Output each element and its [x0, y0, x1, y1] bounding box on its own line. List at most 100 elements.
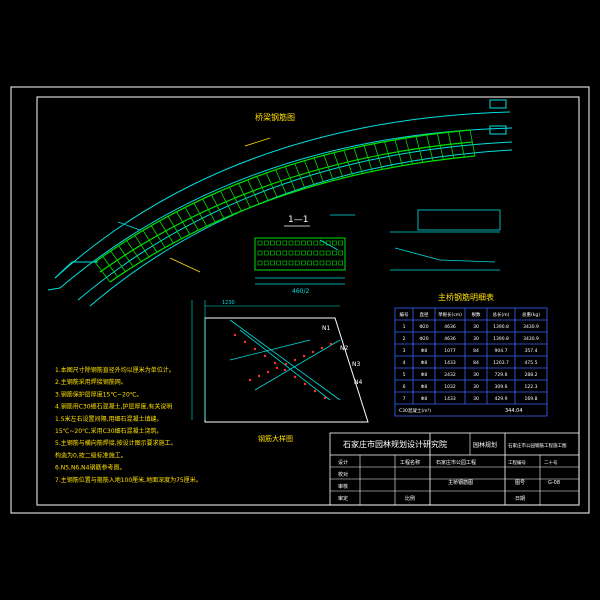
table-cell: 1390.8: [493, 336, 509, 342]
rebar-tick: [220, 190, 233, 215]
table-cell: 357.4: [525, 348, 538, 354]
tb-row-2: 审核: [338, 483, 348, 490]
table-cell: 1390.8: [493, 324, 509, 330]
table-cell: 4636: [444, 336, 456, 342]
rebar-tick: [394, 139, 403, 166]
section-rebar-mark: [276, 250, 281, 256]
table-cell: 4636: [444, 324, 456, 330]
table-cell: 2432: [444, 372, 456, 378]
table-cell: 1032: [444, 384, 456, 390]
detail-rebar-dot: [311, 350, 315, 354]
note-line: 15℃~20℃,采用C30细石混凝土浇筑。: [55, 427, 163, 435]
rebar-tick: [211, 194, 225, 219]
table-cell: 1077: [444, 348, 456, 354]
note-line: 构造为0,按二级标准施工。: [55, 451, 127, 459]
section-rebar-mark: [301, 240, 306, 246]
detail-rebar-dot: [275, 366, 279, 370]
section-rebar-mark: [263, 250, 269, 256]
tb-sheet-label: 主桥钢筋图: [448, 479, 473, 486]
rebar-tick: [110, 250, 126, 272]
note-line: 5.主钢筋与横向筋焊接,按设计图示要求施工。: [55, 439, 177, 447]
rebar-tick: [469, 129, 476, 157]
detail-label-n2: N2: [340, 345, 348, 352]
section-width: 460/2: [292, 288, 309, 295]
note-line: 3.钢筋保护层厚度15℃~20℃。: [55, 390, 143, 398]
table-border: [394, 307, 548, 417]
detail-side-dim: 1230: [222, 300, 235, 306]
section-rebar-mark: [257, 260, 263, 266]
section-rebar-mark: [313, 240, 319, 246]
table-cell: Φ8: [421, 384, 428, 390]
rebar-tick: [353, 147, 363, 174]
section-rebar-mark: [288, 250, 294, 256]
detail-rebar-dot: [233, 333, 237, 337]
section-rebar-mark: [276, 240, 281, 246]
detail-rebar-dot: [313, 389, 317, 393]
table-cell: 30: [473, 336, 479, 342]
detail-rebar-dot: [248, 378, 252, 382]
note-line: 1.5米左右设置间隔,用细石混凝土填缝。: [55, 415, 162, 423]
detail-rebar-dot: [257, 374, 261, 378]
rebar-tick: [229, 186, 242, 212]
section-rebar-mark: [270, 250, 275, 256]
detail-view-title: 钢筋大样图: [258, 434, 293, 443]
rebar-tick: [142, 230, 158, 253]
rebar-tick: [167, 216, 182, 239]
section-rebar-mark: [313, 250, 319, 256]
rebar-tick: [284, 166, 297, 192]
rebar-tick: [134, 235, 150, 258]
section-rebar-mark: [288, 260, 294, 266]
inner-frame: [36, 96, 580, 506]
tb-institute: 石家庄市园林规划设计研究院: [343, 439, 447, 449]
rebar-tick: [313, 157, 325, 184]
section-rebar-mark: [257, 240, 263, 246]
tb-row-3: 审定: [338, 495, 348, 502]
section-rebar-mark: [332, 250, 337, 256]
table-cell: 475.5: [525, 360, 538, 366]
note-line: 7.主钢筋位置与箍筋入地100厘米,地面深度为75厘米。: [55, 476, 202, 484]
rebar-tick: [333, 152, 344, 179]
section-rebar-mark: [301, 250, 306, 256]
section-rebar-mark: [282, 240, 288, 246]
section-rebar-mark: [270, 260, 275, 266]
section-rebar-mark: [332, 240, 337, 246]
table-cell: 30: [473, 384, 479, 390]
table-cell: 5: [403, 372, 406, 378]
table-cell: Φ8: [421, 372, 428, 378]
section-rebar-mark: [338, 260, 343, 266]
table-cell: 429.9: [495, 396, 508, 402]
table-cell: 729.6: [495, 372, 508, 378]
notes: 1.本图尺寸除钢筋直径外均以厘米为单位计。2.主钢筋采用焊接钢筋网。3.钢筋保护…: [55, 366, 202, 484]
section-rebar-mark: [282, 260, 288, 266]
rebar-tick: [343, 150, 354, 176]
rebar-tick: [323, 155, 334, 181]
section-rebar-mark: [338, 250, 343, 256]
rebar-tick: [238, 183, 251, 208]
section-rebar-mark: [263, 240, 269, 246]
section-rebar-mark: [325, 250, 331, 256]
note-line: 2.主钢筋采用焊接钢筋网。: [55, 378, 127, 386]
rebar-tick: [447, 132, 455, 159]
note-line: 6.N5,N6,N4钢筋参考图。: [55, 464, 125, 472]
section-rebar-mark: [294, 260, 300, 266]
section-rebar-mark: [307, 260, 312, 266]
detail-rebar-dot: [293, 358, 297, 362]
rebar-tick: [363, 145, 373, 172]
table-cell: 30: [473, 324, 479, 330]
rebar-tick: [126, 240, 142, 262]
detail-label-n1: N1: [322, 325, 330, 332]
detail-rebar-dot: [243, 340, 247, 344]
tb-page-no: G-08: [548, 480, 560, 486]
tb-project-label: 园林规划: [473, 441, 497, 449]
rebar-tick: [415, 136, 424, 163]
detail-rebar-dot: [263, 354, 267, 358]
section-rebar-mark: [276, 260, 281, 266]
table-cell: 309.6: [495, 384, 508, 390]
section-rebar-mark: [313, 260, 319, 266]
table-header-cell: 编号: [400, 311, 409, 318]
table-cell: 2: [403, 336, 406, 342]
plan-view-title: 桥梁钢筋图: [255, 112, 295, 122]
section-rebar-mark: [319, 250, 325, 256]
table-cell: 30: [473, 396, 479, 402]
